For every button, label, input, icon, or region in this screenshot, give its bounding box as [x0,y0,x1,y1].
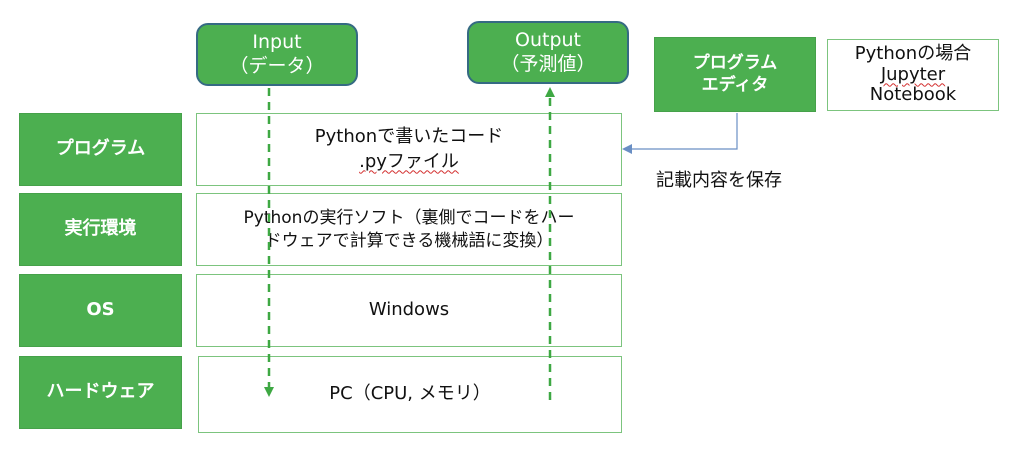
hardware-content: PC（CPU, メモリ） [329,383,491,405]
input-label: Input [252,30,302,53]
program-editor-label-2: エディタ [701,74,769,95]
output-sublabel: （予測値） [500,52,596,75]
program-content-line2: .pyファイル [359,150,459,172]
layer-label-hardware: ハードウェア [19,356,182,429]
editor-note-line3: Notebook [869,84,957,106]
editor-note-line2: Jupyter [880,63,946,85]
output-box: Output （予測値） [467,21,629,84]
program-content-line1: Pythonで書いたコード [314,126,504,148]
input-sublabel: （データ） [229,54,325,77]
program-editor-label: プログラム [692,53,778,74]
layer-label-os: OS [19,274,182,347]
save-connector-arrow [622,113,738,154]
layer-content-hardware: PC（CPU, メモリ） [198,356,622,433]
save-content-label: 記載内容を保存 [656,170,782,191]
layer-content-program: Pythonで書いたコード .pyファイル [196,113,622,186]
layer-content-os: Windows [196,274,622,347]
layer-label-program: プログラム [19,113,182,186]
input-box: Input （データ） [196,23,358,86]
editor-note-line1: Pythonの場合 [854,42,972,64]
os-content: Windows [368,299,450,321]
output-label: Output [515,28,581,51]
runtime-content-line2: ドウェアで計算できる機械語に変換） [264,230,554,251]
layer-label-runtime: 実行環境 [19,193,182,266]
layer-content-runtime: Pythonの実行ソフト（裏側でコードをハー ドウェアで計算できる機械語に変換） [196,193,622,266]
editor-note-box: Pythonの場合 Jupyter Notebook [827,39,999,111]
runtime-content-line1: Pythonの実行ソフト（裏側でコードをハー [243,207,575,228]
program-editor-box: プログラム エディタ [654,37,816,112]
